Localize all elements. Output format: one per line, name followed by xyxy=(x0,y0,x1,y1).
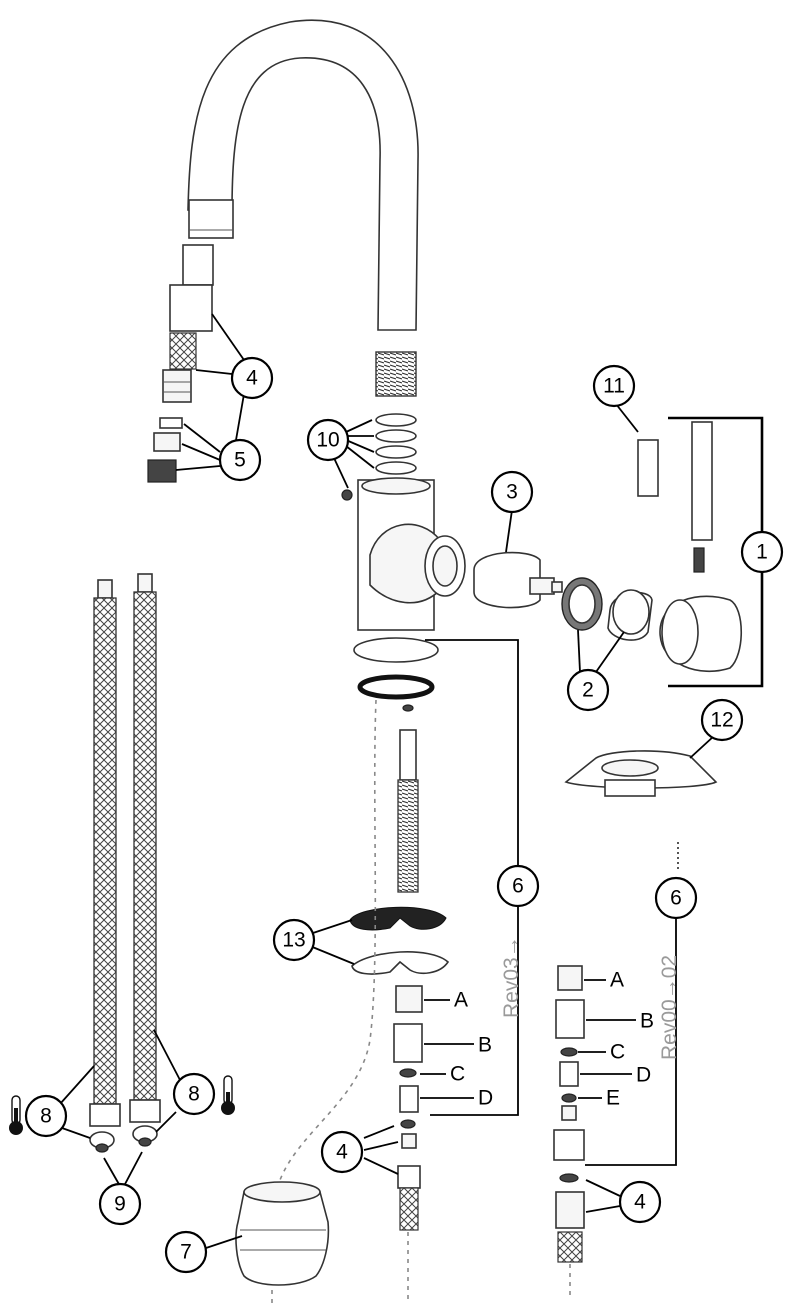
base-gasket xyxy=(353,637,439,663)
o-ring-2 xyxy=(375,429,417,443)
svg-text:10: 10 xyxy=(316,429,339,452)
callout-5: 5 xyxy=(218,438,262,482)
callout-9: 9 xyxy=(98,1182,142,1226)
aerator xyxy=(147,459,177,483)
callout-4-mid: 4 xyxy=(320,1130,364,1174)
svg-text:11: 11 xyxy=(603,375,625,398)
hose-fitting xyxy=(162,369,192,403)
label-c-right: C xyxy=(610,1041,625,1064)
hose-collar xyxy=(188,199,234,239)
leader-arrows xyxy=(59,313,715,1249)
label-e-right: E xyxy=(606,1087,620,1110)
hose-weight xyxy=(235,1181,330,1286)
hose-coupling xyxy=(182,244,214,286)
svg-text:4: 4 xyxy=(336,1141,348,1164)
spout-insert xyxy=(375,351,417,397)
svg-text:2: 2 xyxy=(582,679,594,702)
callout-1: 1 xyxy=(740,530,784,574)
svg-text:12: 12 xyxy=(710,709,733,732)
guide-lines xyxy=(271,699,679,1304)
escutcheon xyxy=(564,750,718,797)
label-d-right: D xyxy=(636,1064,651,1087)
svg-text:3: 3 xyxy=(506,481,518,504)
handle-screw xyxy=(693,547,705,573)
label-d-mid: D xyxy=(478,1087,493,1110)
handle-insert-short xyxy=(637,439,659,497)
callout-12: 12 xyxy=(700,698,744,742)
callout-13: 13 xyxy=(272,918,316,962)
revision-label-right: Rev00→02 xyxy=(658,955,681,1060)
callout-6-mid: 6 xyxy=(496,864,540,908)
o-ring-1 xyxy=(375,413,417,427)
thermometer-icon xyxy=(221,1075,235,1115)
callout-8-left: 8 xyxy=(24,1094,68,1138)
set-screw xyxy=(341,489,353,501)
o-ring-3 xyxy=(375,445,417,459)
callout-11: 11 xyxy=(592,364,636,408)
callout-8-right: 8 xyxy=(172,1072,216,1116)
callout-7: 7 xyxy=(164,1230,208,1274)
callout-4-right: 4 xyxy=(618,1180,662,1224)
label-b-right: B xyxy=(640,1010,654,1033)
label-a-right: A xyxy=(610,969,624,992)
braided-hose-segment xyxy=(169,332,197,370)
base-o-ring xyxy=(357,674,435,700)
o-ring-4 xyxy=(375,461,417,475)
connector-stack-right xyxy=(553,965,585,1300)
svg-text:8: 8 xyxy=(40,1105,52,1128)
svg-text:8: 8 xyxy=(188,1083,200,1106)
mounting-stud xyxy=(397,704,419,893)
callout-3: 3 xyxy=(490,470,534,514)
callout-10: 10 xyxy=(306,418,350,462)
bracket-6-right xyxy=(585,918,677,1166)
revision-label-mid: Rev03→ xyxy=(500,936,523,1018)
svg-text:13: 13 xyxy=(282,929,305,952)
handle-lever xyxy=(691,421,713,541)
callout-4-top: 4 xyxy=(230,356,274,400)
horseshoe-washers xyxy=(349,906,450,975)
pull-out-hose-assembly xyxy=(147,199,234,483)
spout xyxy=(187,19,419,331)
connector-stack-mid xyxy=(393,985,423,1300)
label-c-mid: C xyxy=(450,1063,465,1086)
svg-text:1: 1 xyxy=(756,541,768,564)
svg-text:6: 6 xyxy=(670,887,682,910)
label-b-mid: B xyxy=(478,1034,492,1057)
svg-text:6: 6 xyxy=(512,875,524,898)
washer-small xyxy=(159,417,183,429)
svg-text:5: 5 xyxy=(234,449,246,472)
label-a-mid: A xyxy=(454,989,468,1012)
svg-text:4: 4 xyxy=(634,1191,646,1214)
svg-text:4: 4 xyxy=(246,367,258,390)
supply-hoses xyxy=(89,573,161,1153)
thermometer-icon xyxy=(9,1095,23,1135)
gasket xyxy=(153,432,181,452)
cartridge xyxy=(473,551,563,609)
hose-nut xyxy=(169,284,213,332)
handle xyxy=(637,421,743,672)
valve-body-parts xyxy=(341,351,466,700)
callout-2: 2 xyxy=(566,668,610,712)
bonnet-parts xyxy=(561,577,653,641)
svg-text:9: 9 xyxy=(114,1193,126,1216)
callout-6-right: 6 xyxy=(654,876,698,920)
svg-text:7: 7 xyxy=(180,1241,192,1264)
